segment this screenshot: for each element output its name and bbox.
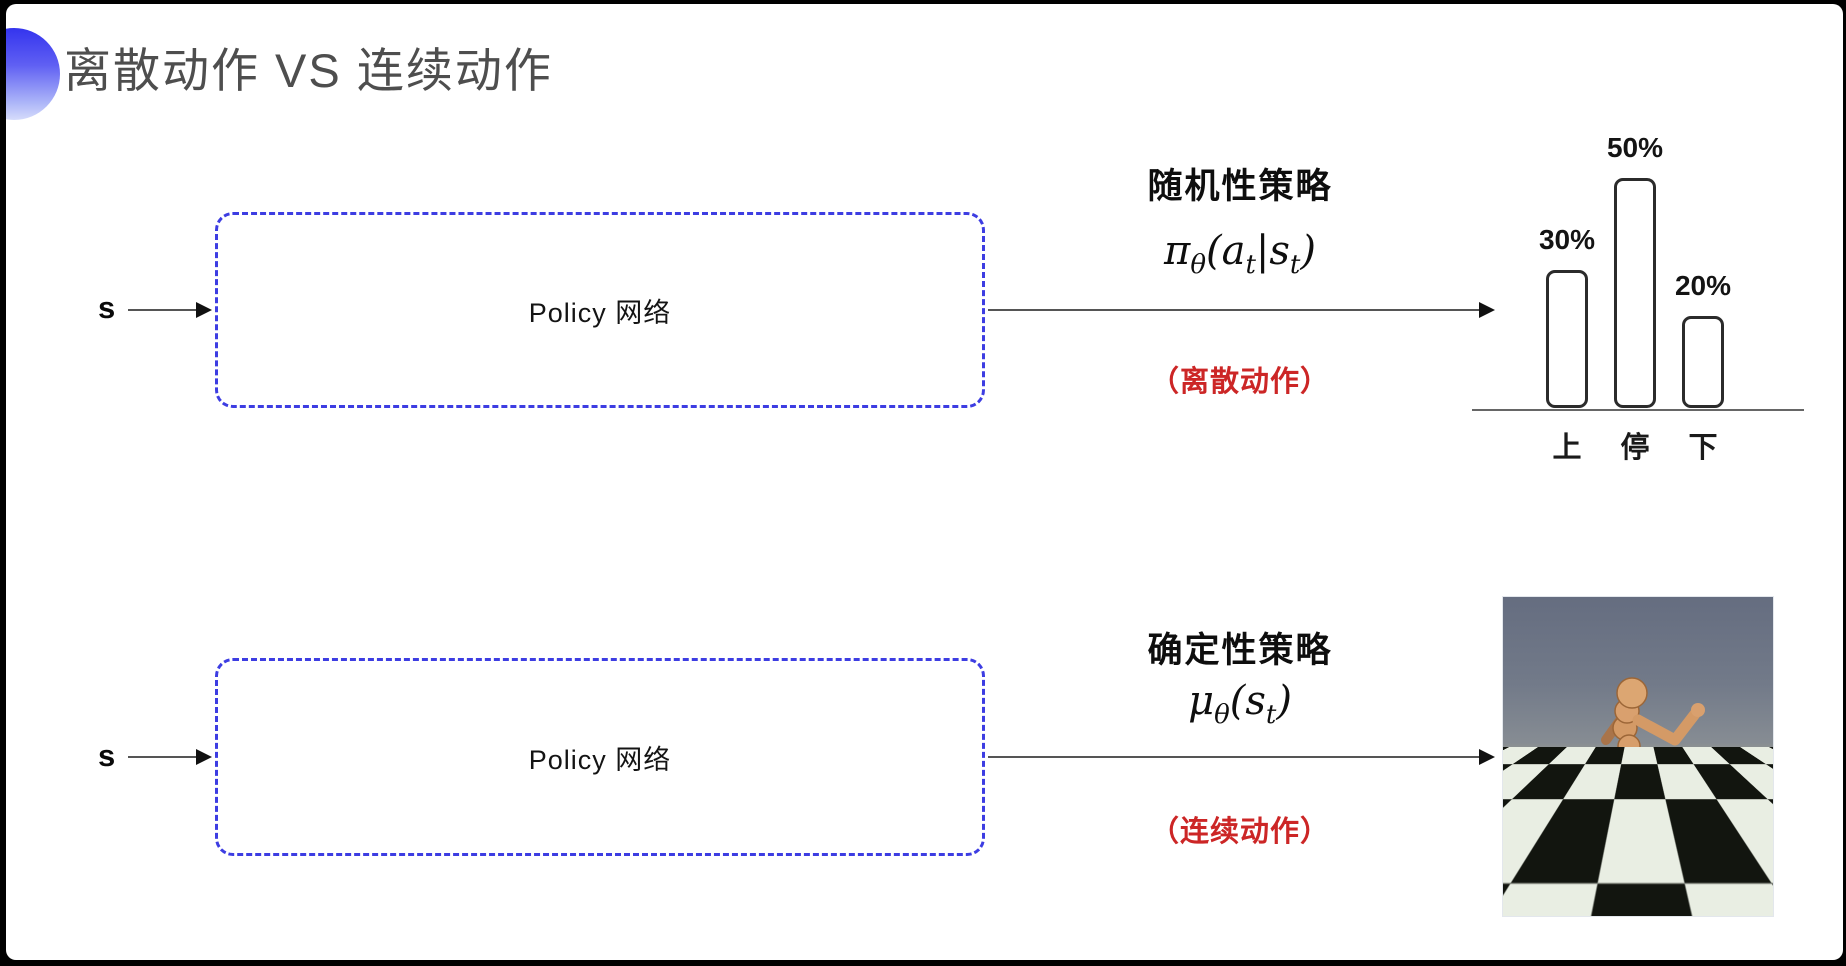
bar-value-up: 30%: [1539, 224, 1595, 256]
stochastic-policy-formula: πθ(at|st): [1085, 228, 1395, 280]
bar-chart-baseline: [1472, 409, 1804, 411]
bar-group-down: 20%: [1671, 270, 1735, 408]
bar-value-down: 20%: [1675, 270, 1731, 302]
input-arrow-bottom: [128, 756, 210, 758]
humanoid-robot-figure: [1503, 597, 1773, 916]
bar-category-up: 上: [1535, 424, 1599, 466]
slide-stage: 离散动作 VS 连续动作 s Policy 网络 随机性策略 πθ(at|st)…: [6, 4, 1843, 960]
bar-category-down: 下: [1671, 424, 1735, 466]
policy-network-label-top: Policy 网络: [529, 291, 672, 330]
continuous-action-note: （连续动作）: [1085, 808, 1395, 850]
slide-background: 离散动作 VS 连续动作 s Policy 网络 随机性策略 πθ(at|st)…: [6, 4, 1843, 960]
mujoco-humanoid-image: [1503, 597, 1773, 916]
deterministic-policy-title: 确定性策略: [1085, 622, 1395, 673]
output-arrow-top: [988, 309, 1493, 311]
page-title: 离散动作 VS 连续动作: [64, 32, 553, 101]
bar-group-up: 30%: [1535, 224, 1599, 408]
policy-network-box-top: Policy 网络: [215, 212, 985, 408]
state-input-label-bottom: s: [98, 738, 115, 774]
stochastic-policy-title: 随机性策略: [1085, 158, 1395, 209]
bar-category-stop: 停: [1603, 424, 1667, 466]
bar-up: [1546, 270, 1588, 408]
bar-group-stop: 50%: [1603, 132, 1667, 408]
deterministic-policy-formula: μθ(st): [1085, 678, 1395, 730]
bar-value-stop: 50%: [1607, 132, 1663, 164]
bar-stop: [1614, 178, 1656, 408]
input-arrow-top: [128, 309, 210, 311]
state-input-label-top: s: [98, 290, 115, 326]
policy-network-label-bottom: Policy 网络: [529, 738, 672, 777]
title-bullet-circle-icon: [6, 28, 60, 120]
bar-down: [1682, 316, 1724, 408]
discrete-action-note: （离散动作）: [1085, 358, 1395, 400]
output-arrow-bottom: [988, 756, 1493, 758]
policy-network-box-bottom: Policy 网络: [215, 658, 985, 856]
